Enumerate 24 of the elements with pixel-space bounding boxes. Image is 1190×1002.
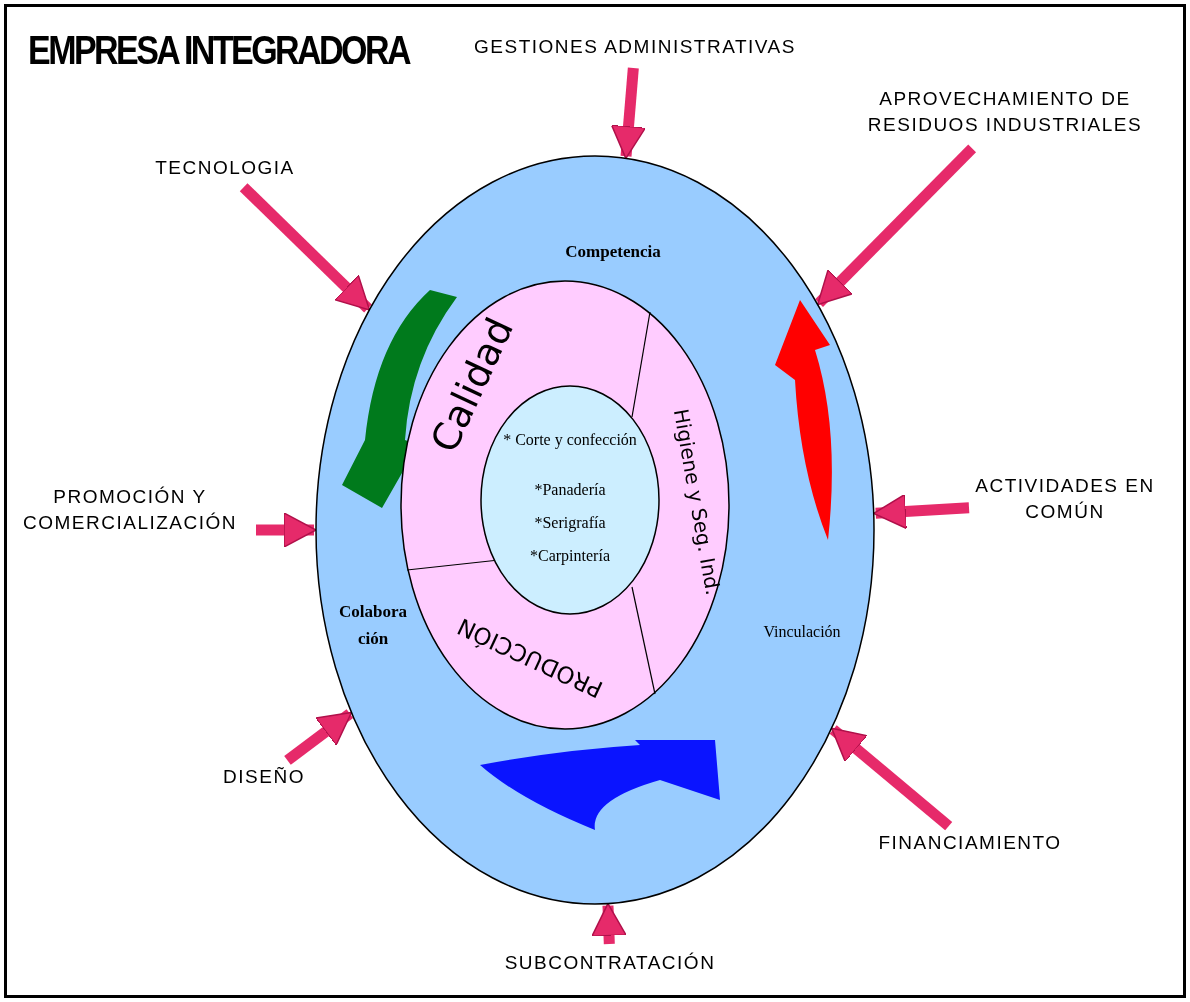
region-label: Colaboración [338, 600, 408, 650]
title: EMPRESA INTEGRADORA [28, 28, 409, 73]
list-item: *Serigrafía [534, 514, 606, 532]
category-label: SUBCONTRATACIÓN [483, 950, 737, 978]
arrow [256, 512, 317, 548]
category-label: DISEÑO [212, 764, 316, 792]
category-label: TECNOLOGIA [140, 155, 310, 183]
region-label: Competencia [565, 242, 661, 262]
arrow [873, 493, 970, 530]
arrow [610, 67, 647, 160]
list-item: *Panadería [534, 481, 606, 499]
region-label: Vinculación [763, 623, 841, 641]
arrow [815, 144, 977, 308]
arrow [239, 183, 372, 313]
category-label: PROMOCIÓN Y COMERCIALIZACIÓN [10, 484, 250, 576]
list-item: *Carpintería [530, 547, 610, 565]
category-label: GESTIONES ADMINISTRATIVAS [440, 34, 830, 62]
sector-label: Higiene y Seg. Ind. [668, 407, 726, 597]
arrow [284, 709, 354, 765]
category-label: APROVECHAMIENTO DE RESIDUOS INDUSTRIALES [825, 86, 1185, 144]
category-label: FINANCIAMIENTO [858, 830, 1082, 858]
arrow [591, 902, 627, 945]
category-label: ACTIVIDADES EN COMÚN [975, 473, 1155, 531]
arrow [829, 725, 953, 831]
